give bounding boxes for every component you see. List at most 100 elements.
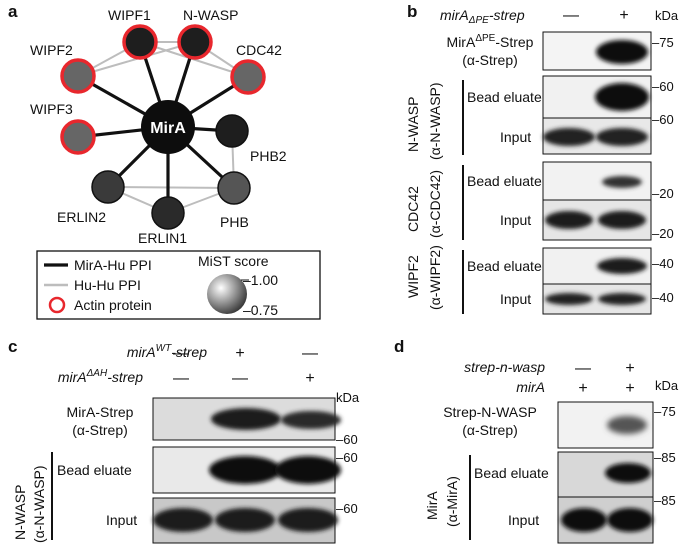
c-row1-v3: — — [302, 345, 318, 362]
b-wipf2-input: Input — [500, 291, 531, 307]
legend-hu-hu: Hu-Hu PPI — [74, 277, 141, 293]
legend-mist-title: MiST score — [198, 253, 269, 269]
b-wipf2-group: WIPF2 — [405, 255, 421, 298]
node-wipf1 — [122, 24, 158, 60]
d-row1-label: strep-n-wasp — [464, 359, 545, 375]
c-kda: kDa — [336, 390, 360, 405]
label-nwasp: N-WASP — [183, 7, 238, 23]
label-erlin1: ERLIN1 — [138, 230, 187, 246]
c-row1-label: mirAWT-strep — [127, 343, 207, 360]
c-bait-l2: (α-Strep) — [72, 422, 128, 438]
panel-d: d strep-n-wasp — + mirA + + kDa Strep-N-… — [394, 337, 679, 544]
legend-actin-icon — [48, 296, 66, 314]
d-eluate: Bead eluate — [474, 465, 549, 481]
label-cdc42: CDC42 — [236, 42, 282, 58]
b-marker-7: –40 — [652, 290, 674, 305]
node-phb2 — [215, 114, 249, 148]
b-cdc42-ab: (α-CDC42) — [427, 170, 443, 238]
b-cdc42-eluate: Bead eluate — [467, 173, 542, 189]
c-marker-2: –60 — [336, 450, 358, 465]
d-input: Input — [508, 512, 539, 528]
label-phb2: PHB2 — [250, 148, 287, 164]
node-erlin2 — [91, 170, 125, 204]
b-marker-2: –60 — [652, 79, 674, 94]
node-mira-label: MirA — [150, 120, 186, 137]
c-row1-v1: — — [173, 345, 189, 362]
c-marker-3: –60 — [336, 501, 358, 516]
b-marker-3: –60 — [652, 112, 674, 127]
b-band-bait — [596, 40, 648, 64]
b-lane1: — — [563, 7, 579, 24]
d-kda: kDa — [655, 378, 679, 393]
d-bait-l1: Strep-N-WASP — [443, 404, 537, 420]
legend-actin: Actin protein — [74, 297, 152, 313]
b-nwasp-ab: (α-N-WASP) — [427, 82, 443, 160]
c-bait-l1: MirA-Strep — [67, 404, 134, 420]
b-condition: mirAΔPE-strep — [440, 7, 525, 26]
legend-mist-high: 1.00 — [251, 272, 278, 288]
b-marker-4: –20 — [652, 186, 674, 201]
b-band-nwasp-eluate — [595, 83, 649, 111]
c-row2-v2: — — [232, 370, 248, 387]
b-marker-5: –20 — [652, 226, 674, 241]
legend-mira-hu: MirA-Hu PPI — [74, 257, 152, 273]
b-kda: kDa — [655, 8, 679, 23]
node-wipf3 — [60, 119, 96, 155]
panel-c-label: c — [8, 337, 17, 356]
c-row2-label: mirAΔAH-strep — [58, 368, 143, 385]
node-mira — [141, 100, 195, 154]
d-bait-l2: (α-Strep) — [462, 422, 518, 438]
b-marker-1: –75 — [652, 35, 674, 50]
b-bait-label: MirAΔPE-Strep — [447, 33, 534, 50]
svg-text:–0.75: –0.75 — [243, 302, 278, 318]
legend-box — [36, 250, 321, 320]
panel-a: a — [8, 2, 321, 320]
d-row2-v1: + — [578, 380, 587, 397]
b-nwasp-group: N-WASP — [405, 97, 421, 152]
label-wipf3: WIPF3 — [30, 101, 73, 117]
d-marker-3: –85 — [654, 493, 676, 508]
d-row2-label: mirA — [516, 379, 545, 395]
panel-d-label: d — [394, 337, 404, 356]
d-row2-v2: + — [625, 380, 634, 397]
c-group-ab: (α-N-WASP) — [31, 465, 47, 543]
c-input: Input — [106, 512, 137, 528]
legend-mist-low: 0.75 — [251, 302, 278, 318]
node-nwasp — [177, 24, 213, 60]
c-row2-v3: + — [305, 370, 314, 387]
label-wipf2: WIPF2 — [30, 42, 73, 58]
c-row1-v2: + — [235, 345, 244, 362]
panel-b: b mirAΔPE-strep — + kDa MirAΔPE-Strep (α… — [405, 2, 679, 315]
svg-text:–1.00: –1.00 — [243, 272, 278, 288]
b-cdc42-input: Input — [500, 212, 531, 228]
mist-gradient-icon — [207, 274, 247, 314]
d-group-ab: (α-MirA) — [444, 476, 460, 527]
c-row2-v1: — — [173, 370, 189, 387]
c-group: N-WASP — [12, 485, 28, 540]
node-phb — [217, 171, 251, 205]
b-cdc42-group: CDC42 — [405, 186, 421, 232]
d-marker-1: –75 — [654, 404, 676, 419]
panel-a-label: a — [8, 2, 18, 21]
node-wipf2 — [60, 58, 96, 94]
d-row1-v2: + — [625, 360, 634, 377]
b-bait-ab: (α-Strep) — [462, 52, 518, 68]
c-marker-1: –60 — [336, 432, 358, 447]
b-nwasp-input: Input — [500, 129, 531, 145]
b-lane2: + — [619, 7, 628, 24]
d-marker-2: –85 — [654, 450, 676, 465]
node-cdc42 — [230, 59, 266, 95]
c-eluate: Bead eluate — [57, 462, 132, 478]
b-wipf2-ab: (α-WIPF2) — [427, 245, 443, 310]
label-wipf1: WIPF1 — [108, 7, 151, 23]
d-group: MirA — [424, 491, 440, 520]
label-erlin2: ERLIN2 — [57, 209, 106, 225]
panel-b-label: b — [407, 2, 417, 21]
node-erlin1 — [151, 196, 185, 230]
panel-c: c mirAWT-strep — + — mirAΔAH-strep — — +… — [8, 337, 360, 544]
label-phb: PHB — [220, 214, 249, 230]
b-wipf2-eluate: Bead eluate — [467, 258, 542, 274]
d-row1-v1: — — [575, 360, 591, 377]
b-nwasp-eluate: Bead eluate — [467, 89, 542, 105]
